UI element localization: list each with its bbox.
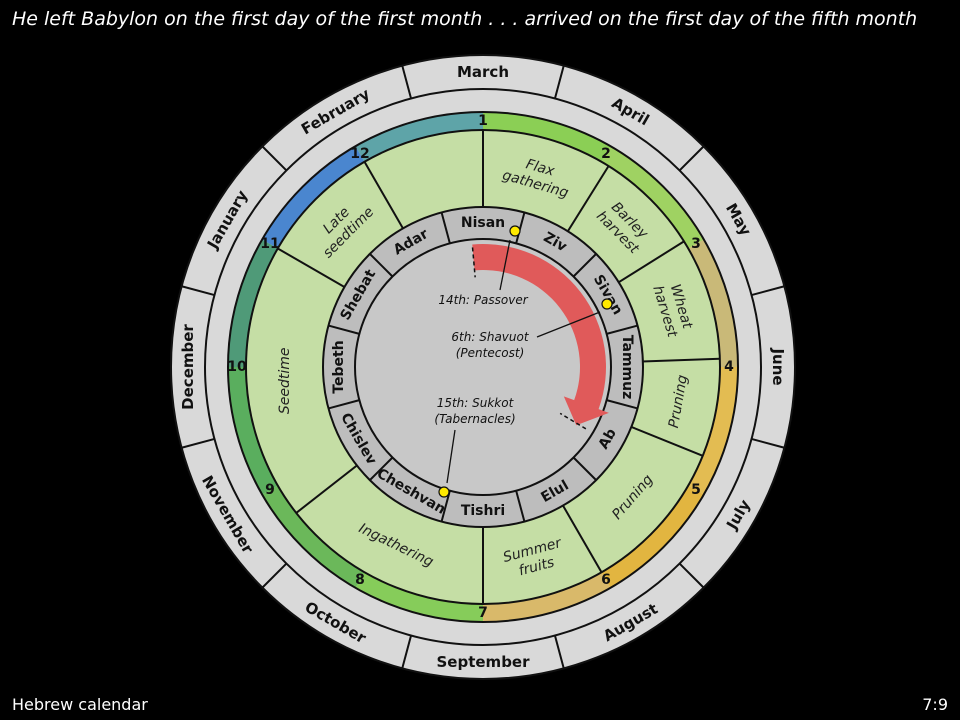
babylon-to-jerusalem-arrow	[472, 244, 609, 426]
feast-sukkot-dot	[438, 486, 450, 498]
month-number-11: 11	[260, 236, 279, 252]
hebrew-divider	[369, 456, 394, 481]
journey-start-mark	[471, 247, 476, 278]
gregorian-divider	[678, 562, 705, 589]
gregorian-divider	[678, 145, 705, 172]
month-number-1: 1	[478, 113, 488, 129]
month-number-8: 8	[355, 572, 365, 588]
hebrew-month-tammuz: Tammuz	[619, 335, 635, 399]
gregorian-month-december: December	[179, 324, 197, 410]
hebrew-divider	[369, 253, 394, 278]
month-number-9: 9	[265, 482, 275, 498]
gregorian-divider	[181, 437, 215, 449]
gregorian-divider	[553, 65, 565, 99]
hebrew-divider	[606, 399, 638, 410]
month-number-2: 2	[601, 146, 611, 162]
month-number-12: 12	[350, 146, 369, 162]
center-disc	[354, 238, 612, 496]
hebrew-divider	[440, 490, 451, 522]
hebrew-divider	[328, 399, 360, 410]
feast-passover-leader	[499, 239, 511, 291]
month-number-7: 7	[478, 605, 488, 621]
hebrew-month-nisan: Nisan	[461, 215, 505, 231]
gregorian-divider	[181, 285, 215, 297]
journey-end-mark	[559, 412, 587, 430]
gregorian-divider	[261, 145, 288, 172]
hebrew-month-tishri: Tishri	[461, 503, 505, 519]
gregorian-month-june: June	[770, 347, 788, 385]
slide-title: He left Babylon on the first day of the …	[12, 8, 918, 30]
month-number-5: 5	[691, 482, 701, 498]
month-number-10: 10	[227, 359, 247, 375]
hebrew-divider	[572, 456, 597, 481]
slide-number: 7:9	[922, 695, 948, 714]
feast-passover-label: 14th: Passover	[438, 293, 528, 307]
feast-center-disc	[354, 238, 612, 496]
feast-sukkot-label: 15th: Sukkot(Tabernacles)	[434, 396, 515, 426]
month-number-4: 4	[724, 359, 734, 375]
season-seedtime: Seedtime	[277, 348, 293, 415]
feast-sukkot-leader	[446, 429, 456, 484]
gregorian-month-march: March	[457, 63, 509, 81]
hebrew-divider	[606, 324, 638, 335]
hebrew-divider	[328, 324, 360, 335]
gregorian-divider	[751, 285, 785, 297]
hebrew-divider	[515, 212, 526, 244]
month-number-6: 6	[601, 572, 611, 588]
footer-caption: Hebrew calendar	[12, 695, 148, 714]
hebrew-month-tebeth: Tebeth	[331, 340, 347, 393]
hebrew-divider	[515, 490, 526, 522]
feast-shavuot-leader	[536, 311, 601, 338]
hebrew-divider	[572, 253, 597, 278]
feast-shavuot-label: 6th: Shavuot(Pentecost)	[451, 330, 529, 360]
feast-shavuot-dot	[601, 298, 613, 310]
hebrew-divider	[440, 212, 451, 244]
gregorian-divider	[401, 65, 413, 99]
feast-passover-dot	[509, 225, 521, 237]
gregorian-divider	[261, 562, 288, 589]
journey-arrow	[471, 244, 609, 430]
feast-markers: 14th: Passover 6th: Shavuot(Pentecost) 15t…	[434, 225, 613, 498]
gregorian-divider	[401, 635, 413, 669]
gregorian-divider	[751, 437, 785, 449]
gregorian-month-september: September	[437, 653, 531, 671]
month-number-3: 3	[691, 236, 701, 252]
gregorian-divider	[553, 635, 565, 669]
